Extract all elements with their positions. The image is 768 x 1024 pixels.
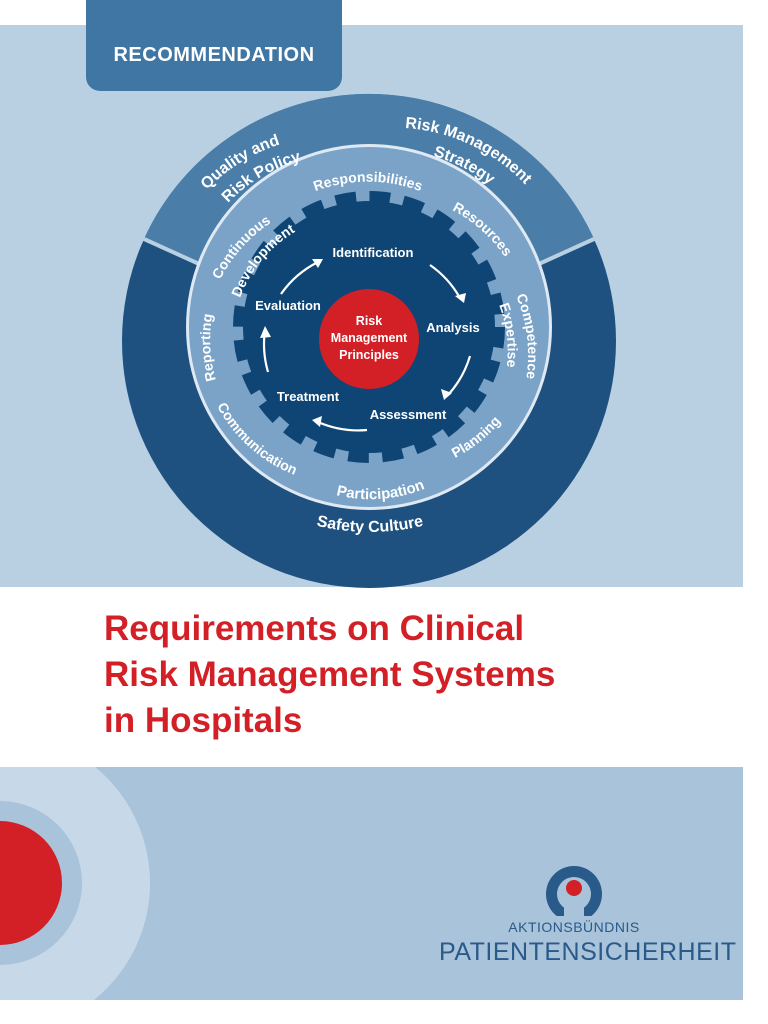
- center-circle: [319, 289, 419, 389]
- cover-bottom-panel: [0, 767, 743, 1000]
- cycle-step-assessment: Assessment: [370, 407, 447, 422]
- decor-circle-red: [0, 821, 62, 945]
- cycle-step-evaluation: Evaluation: [255, 298, 321, 313]
- decorative-circles: [0, 767, 150, 1000]
- middle-label-reporting: Reporting: [197, 312, 219, 383]
- title-line: Risk Management Systems: [104, 655, 556, 694]
- cycle-step-analysis: Analysis: [426, 320, 479, 335]
- logo-mark-icon: [546, 866, 602, 922]
- arrow-head: [312, 259, 323, 268]
- svg-text:Reporting: Reporting: [197, 312, 219, 383]
- risk-management-diagram: Quality and Risk Policy Risk Management …: [122, 93, 616, 588]
- cycle-step-identification: Identification: [333, 245, 414, 260]
- arrow-head: [260, 326, 271, 338]
- document-title: Requirements on Clinical Risk Management…: [104, 606, 704, 744]
- title-line: Requirements on Clinical: [104, 609, 525, 648]
- arrow-head: [312, 416, 322, 427]
- logo-subtitle: AKTIONSBÜNDNIS: [508, 919, 640, 935]
- arrow-heads: [260, 259, 466, 427]
- arrow-head: [455, 293, 466, 303]
- logo-name: PATIENTENSICHERHEIT: [439, 938, 737, 966]
- outer-ring-divider: [529, 237, 595, 270]
- outer-label-safety-culture: Safety Culture: [315, 513, 424, 536]
- outer-ring-divider: [143, 237, 209, 270]
- recommendation-label: RECOMMENDATION: [113, 44, 315, 66]
- svg-text:Safety Culture: Safety Culture: [315, 513, 424, 536]
- arrow-head: [441, 389, 452, 400]
- center-label-management: Management: [331, 331, 408, 345]
- patientensicherheit-logo: AKTIONSBÜNDNIS PATIENTENSICHERHEIT: [439, 866, 736, 966]
- center-label-risk: Risk: [356, 314, 382, 328]
- recommendation-tab: RECOMMENDATION: [86, 0, 342, 91]
- arrow-assessment-treatment: [317, 420, 368, 432]
- center-label-principles: Principles: [339, 348, 399, 362]
- cycle-step-treatment: Treatment: [277, 389, 340, 404]
- title-line: in Hospitals: [104, 701, 303, 740]
